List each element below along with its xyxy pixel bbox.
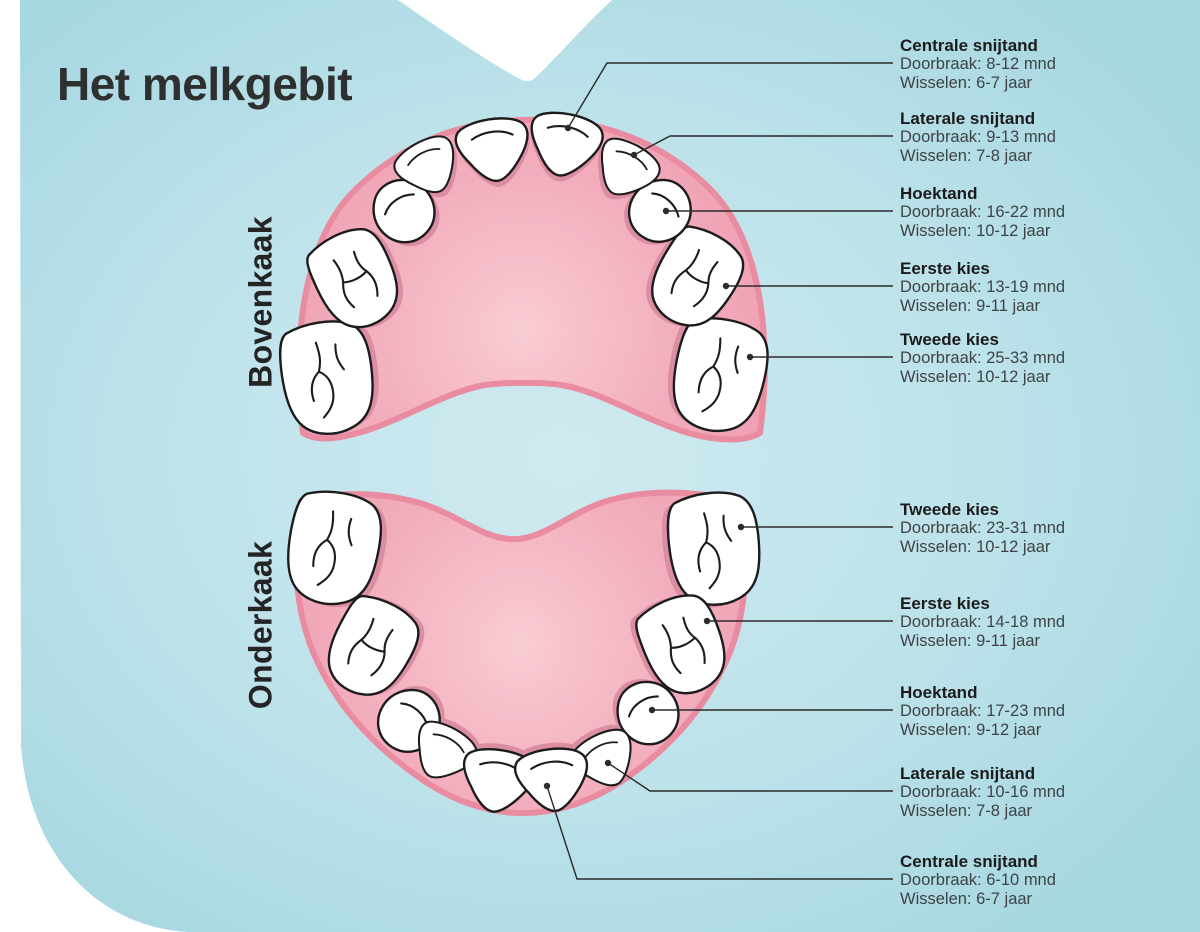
tooth-name: Tweede kies [900,330,999,349]
tooth-eruption: Doorbraak: 17-23 mnd [900,702,1066,720]
tooth-shedding: Wisselen: 9-12 jaar [900,721,1042,739]
tooth-label-upper-central-incisor: Centrale snijtand Doorbraak: 8-12 mnd Wi… [900,36,1200,93]
leader-upper-central [567,62,893,129]
tooth-name: Laterale snijtand [900,109,1036,128]
tooth-label-lower-second-molar: Tweede kies Doorbraak: 23-31 mnd Wissele… [900,500,1200,557]
tooth-label-upper-second-molar: Tweede kies Doorbraak: 25-33 mnd Wissele… [900,330,1200,387]
tooth-label-upper-canine: Hoektand Doorbraak: 16-22 mnd Wisselen: … [900,184,1200,241]
tooth-name: Hoektand [900,184,978,203]
tooth-name: Eerste kies [900,594,990,613]
tooth-shedding: Wisselen: 7-8 jaar [900,147,1033,165]
tooth-eruption: Doorbraak: 8-12 mnd [900,55,1056,73]
tooth-label-lower-lateral-incisor: Laterale snijtand Doorbraak: 10-16 mnd W… [900,764,1200,821]
tooth-name: Tweede kies [900,500,999,519]
page-title: Het melkgebit [57,57,353,110]
tooth-label-upper-lateral-incisor: Laterale snijtand Doorbraak: 9-13 mnd Wi… [900,109,1200,166]
tooth-name: Laterale snijtand [900,764,1036,783]
tooth-label-lower-central-incisor: Centrale snijtand Doorbraak: 6-10 mnd Wi… [900,852,1200,909]
tooth-label-lower-canine: Hoektand Doorbraak: 17-23 mnd Wisselen: … [900,683,1200,740]
tooth-label-lower-first-molar: Eerste kies Doorbraak: 14-18 mnd Wissele… [900,594,1200,651]
tooth-shedding: Wisselen: 10-12 jaar [900,368,1051,386]
tooth-eruption: Doorbraak: 13-19 mnd [900,278,1066,296]
tooth-eruption: Doorbraak: 10-16 mnd [900,783,1066,801]
tooth-name: Centrale snijtand [900,852,1038,871]
tooth-shedding: Wisselen: 10-12 jaar [900,222,1051,240]
tooth-eruption: Doorbraak: 23-31 mnd [900,519,1066,537]
tooth-eruption: Doorbraak: 9-13 mnd [900,128,1056,146]
tooth-shedding: Wisselen: 6-7 jaar [900,890,1033,908]
leader-upper-lateral [633,135,893,156]
tooth-name: Hoektand [900,683,978,702]
tooth-shedding: Wisselen: 10-12 jaar [900,538,1051,556]
tooth-shedding: Wisselen: 7-8 jaar [900,802,1033,820]
tooth-eruption: Doorbraak: 14-18 mnd [900,613,1066,631]
background-blob [20,0,1200,932]
tooth-eruption: Doorbraak: 25-33 mnd [900,349,1066,367]
tooth-shedding: Wisselen: 6-7 jaar [900,74,1033,92]
tooth-eruption: Doorbraak: 6-10 mnd [900,871,1056,889]
tooth-shedding: Wisselen: 9-11 jaar [900,632,1041,650]
leader-lines [543,62,893,880]
tooth-name: Eerste kies [900,259,990,278]
tooth-label-upper-first-molar: Eerste kies Doorbraak: 13-19 mnd Wissele… [900,259,1200,316]
lower-jaw-label: Onderkaak [242,540,279,710]
tooth-shedding: Wisselen: 9-11 jaar [900,297,1041,315]
tooth-name: Centrale snijtand [900,36,1038,55]
leader-lower-lateral [607,762,893,792]
tooth-eruption: Doorbraak: 16-22 mnd [900,203,1066,221]
upper-jaw-label: Bovenkaak [242,216,279,388]
leader-lower-central [546,785,893,880]
